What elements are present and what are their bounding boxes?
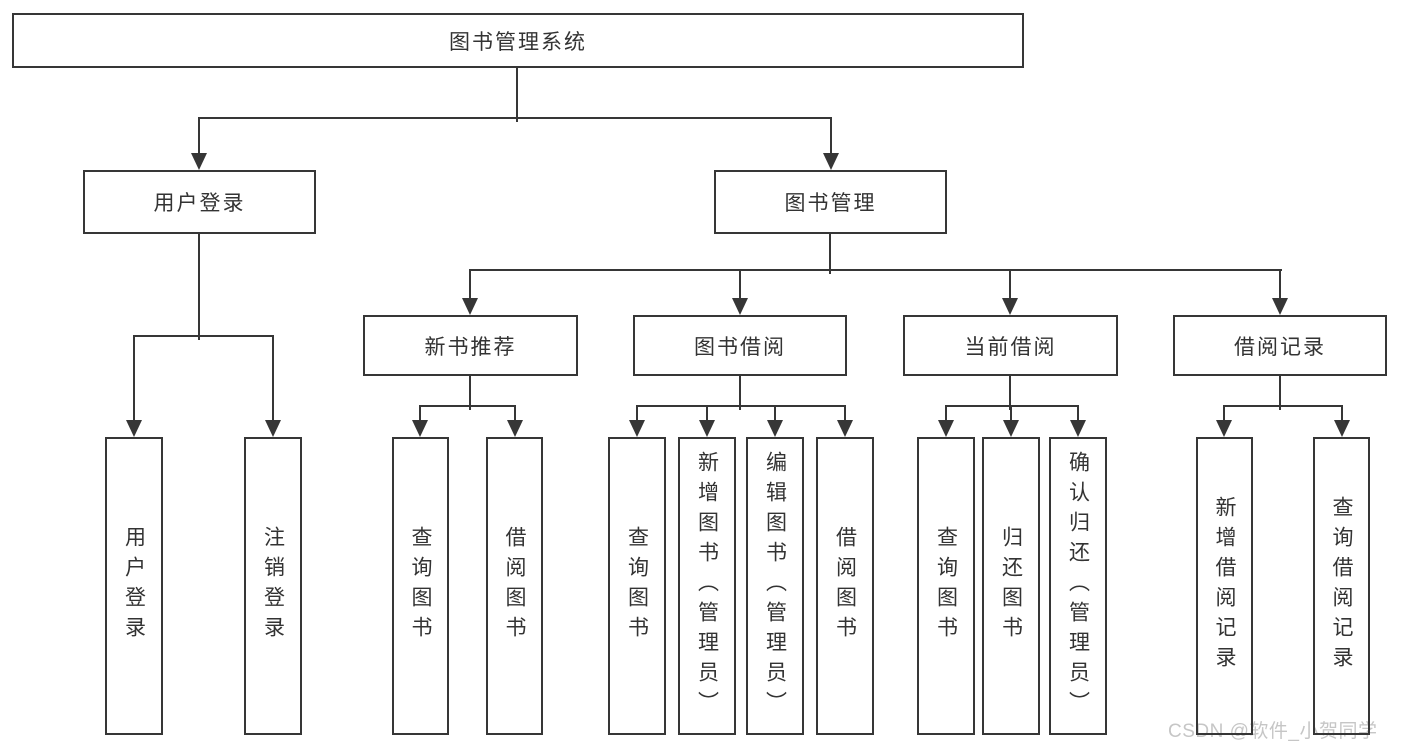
connector-line [516, 68, 518, 122]
connector-line [1010, 405, 1012, 422]
node-borrowing-records: 借阅记录 [1173, 315, 1387, 376]
leaf-records-query-record: 查询借阅记录 [1313, 437, 1370, 735]
leaf-recommend-borrow-books: 借阅图书 [486, 437, 543, 735]
connector-line [844, 405, 846, 422]
leaf-borrow-edit-books-admin-label: 编辑图书（管理员） [763, 451, 787, 721]
leaf-user-login: 用户登录 [105, 437, 163, 735]
arrow-down-icon [1070, 420, 1086, 437]
connector-line [469, 269, 471, 300]
arrow-down-icon [126, 420, 142, 437]
leaf-logout: 注销登录 [244, 437, 302, 735]
connector-line [706, 405, 708, 422]
connector-line [945, 405, 1079, 407]
node-new-book-recommendation-label: 新书推荐 [424, 335, 517, 359]
connector-line [1279, 269, 1281, 300]
arrow-down-icon [462, 298, 478, 315]
connector-line [739, 269, 741, 300]
leaf-current-confirm-return-admin: 确认归还（管理员） [1049, 437, 1107, 735]
leaf-borrow-add-books-admin: 新增图书（管理员） [678, 437, 736, 735]
connector-line [1223, 405, 1343, 407]
node-borrowing-records-label: 借阅记录 [1234, 335, 1326, 359]
leaf-borrow-query-books: 查询图书 [608, 437, 666, 735]
arrow-down-icon [1003, 420, 1019, 437]
leaf-borrow-query-books-label: 查询图书 [625, 526, 649, 646]
connector-line [774, 405, 776, 422]
csdn-watermark: CSDN @软件_小贺同学 [1168, 721, 1378, 742]
connector-line [829, 234, 831, 274]
leaf-borrow-borrow-books-label: 借阅图书 [833, 526, 857, 646]
connector-line [272, 335, 274, 423]
leaf-user-login-label: 用户登录 [122, 526, 146, 646]
connector-line [945, 405, 947, 422]
connector-line [1223, 405, 1225, 422]
connector-line [636, 405, 846, 407]
arrow-down-icon [1002, 298, 1018, 315]
arrow-down-icon [191, 153, 207, 170]
node-root-label: 图书管理系统 [449, 30, 587, 54]
leaf-recommend-borrow-books-label: 借阅图书 [503, 526, 526, 646]
leaf-logout-label: 注销登录 [261, 526, 285, 646]
connector-line [133, 335, 135, 423]
arrow-down-icon [1216, 420, 1232, 437]
connector-line [419, 405, 516, 407]
connector-line [1279, 376, 1281, 410]
leaf-recommend-query-books-label: 查询图书 [409, 526, 432, 646]
leaf-borrow-edit-books-admin: 编辑图书（管理员） [746, 437, 804, 735]
leaf-current-confirm-return-admin-label: 确认归还（管理员） [1066, 451, 1090, 721]
arrow-down-icon [412, 420, 428, 437]
connector-line [198, 117, 200, 155]
connector-line [198, 234, 200, 340]
node-book-borrowing: 图书借阅 [633, 315, 847, 376]
leaf-current-query-books: 查询图书 [917, 437, 975, 735]
connector-line [419, 405, 421, 422]
connector-line [514, 405, 516, 422]
node-book-management-label: 图书管理 [784, 192, 877, 215]
node-current-borrowing: 当前借阅 [903, 315, 1118, 376]
arrow-down-icon [1272, 298, 1288, 315]
leaf-records-add-record-label: 新增借阅记录 [1213, 496, 1236, 676]
arrow-down-icon [1334, 420, 1350, 437]
connector-line [830, 117, 832, 155]
leaf-records-add-record: 新增借阅记录 [1196, 437, 1253, 735]
node-new-book-recommendation: 新书推荐 [363, 315, 578, 376]
connector-line [1009, 269, 1011, 300]
connector-line [1341, 405, 1343, 422]
connector-line [133, 335, 274, 337]
arrow-down-icon [837, 420, 853, 437]
connector-line [636, 405, 638, 422]
arrow-down-icon [507, 420, 523, 437]
arrow-down-icon [732, 298, 748, 315]
arrow-down-icon [823, 153, 839, 170]
node-book-management: 图书管理 [714, 170, 947, 234]
leaf-current-return-books: 归还图书 [982, 437, 1040, 735]
connector-line [198, 117, 832, 119]
leaf-current-return-books-label: 归还图书 [999, 526, 1023, 646]
connector-line [469, 376, 471, 410]
node-user-login: 用户登录 [83, 170, 316, 234]
arrow-down-icon [938, 420, 954, 437]
node-book-borrowing-label: 图书借阅 [694, 335, 786, 359]
leaf-current-query-books-label: 查询图书 [934, 526, 958, 646]
connector-line [469, 269, 1282, 271]
leaf-records-query-record-label: 查询借阅记录 [1330, 496, 1353, 676]
node-current-borrowing-label: 当前借阅 [964, 335, 1057, 359]
arrow-down-icon [767, 420, 783, 437]
leaf-borrow-add-books-admin-label: 新增图书（管理员） [695, 451, 719, 721]
connector-line [1009, 376, 1011, 410]
arrow-down-icon [699, 420, 715, 437]
connector-line [1077, 405, 1079, 422]
leaf-borrow-borrow-books: 借阅图书 [816, 437, 874, 735]
node-root: 图书管理系统 [12, 13, 1024, 68]
leaf-recommend-query-books: 查询图书 [392, 437, 449, 735]
arrow-down-icon [265, 420, 281, 437]
connector-line [739, 376, 741, 410]
arrow-down-icon [629, 420, 645, 437]
node-user-login-label: 用户登录 [153, 192, 246, 215]
